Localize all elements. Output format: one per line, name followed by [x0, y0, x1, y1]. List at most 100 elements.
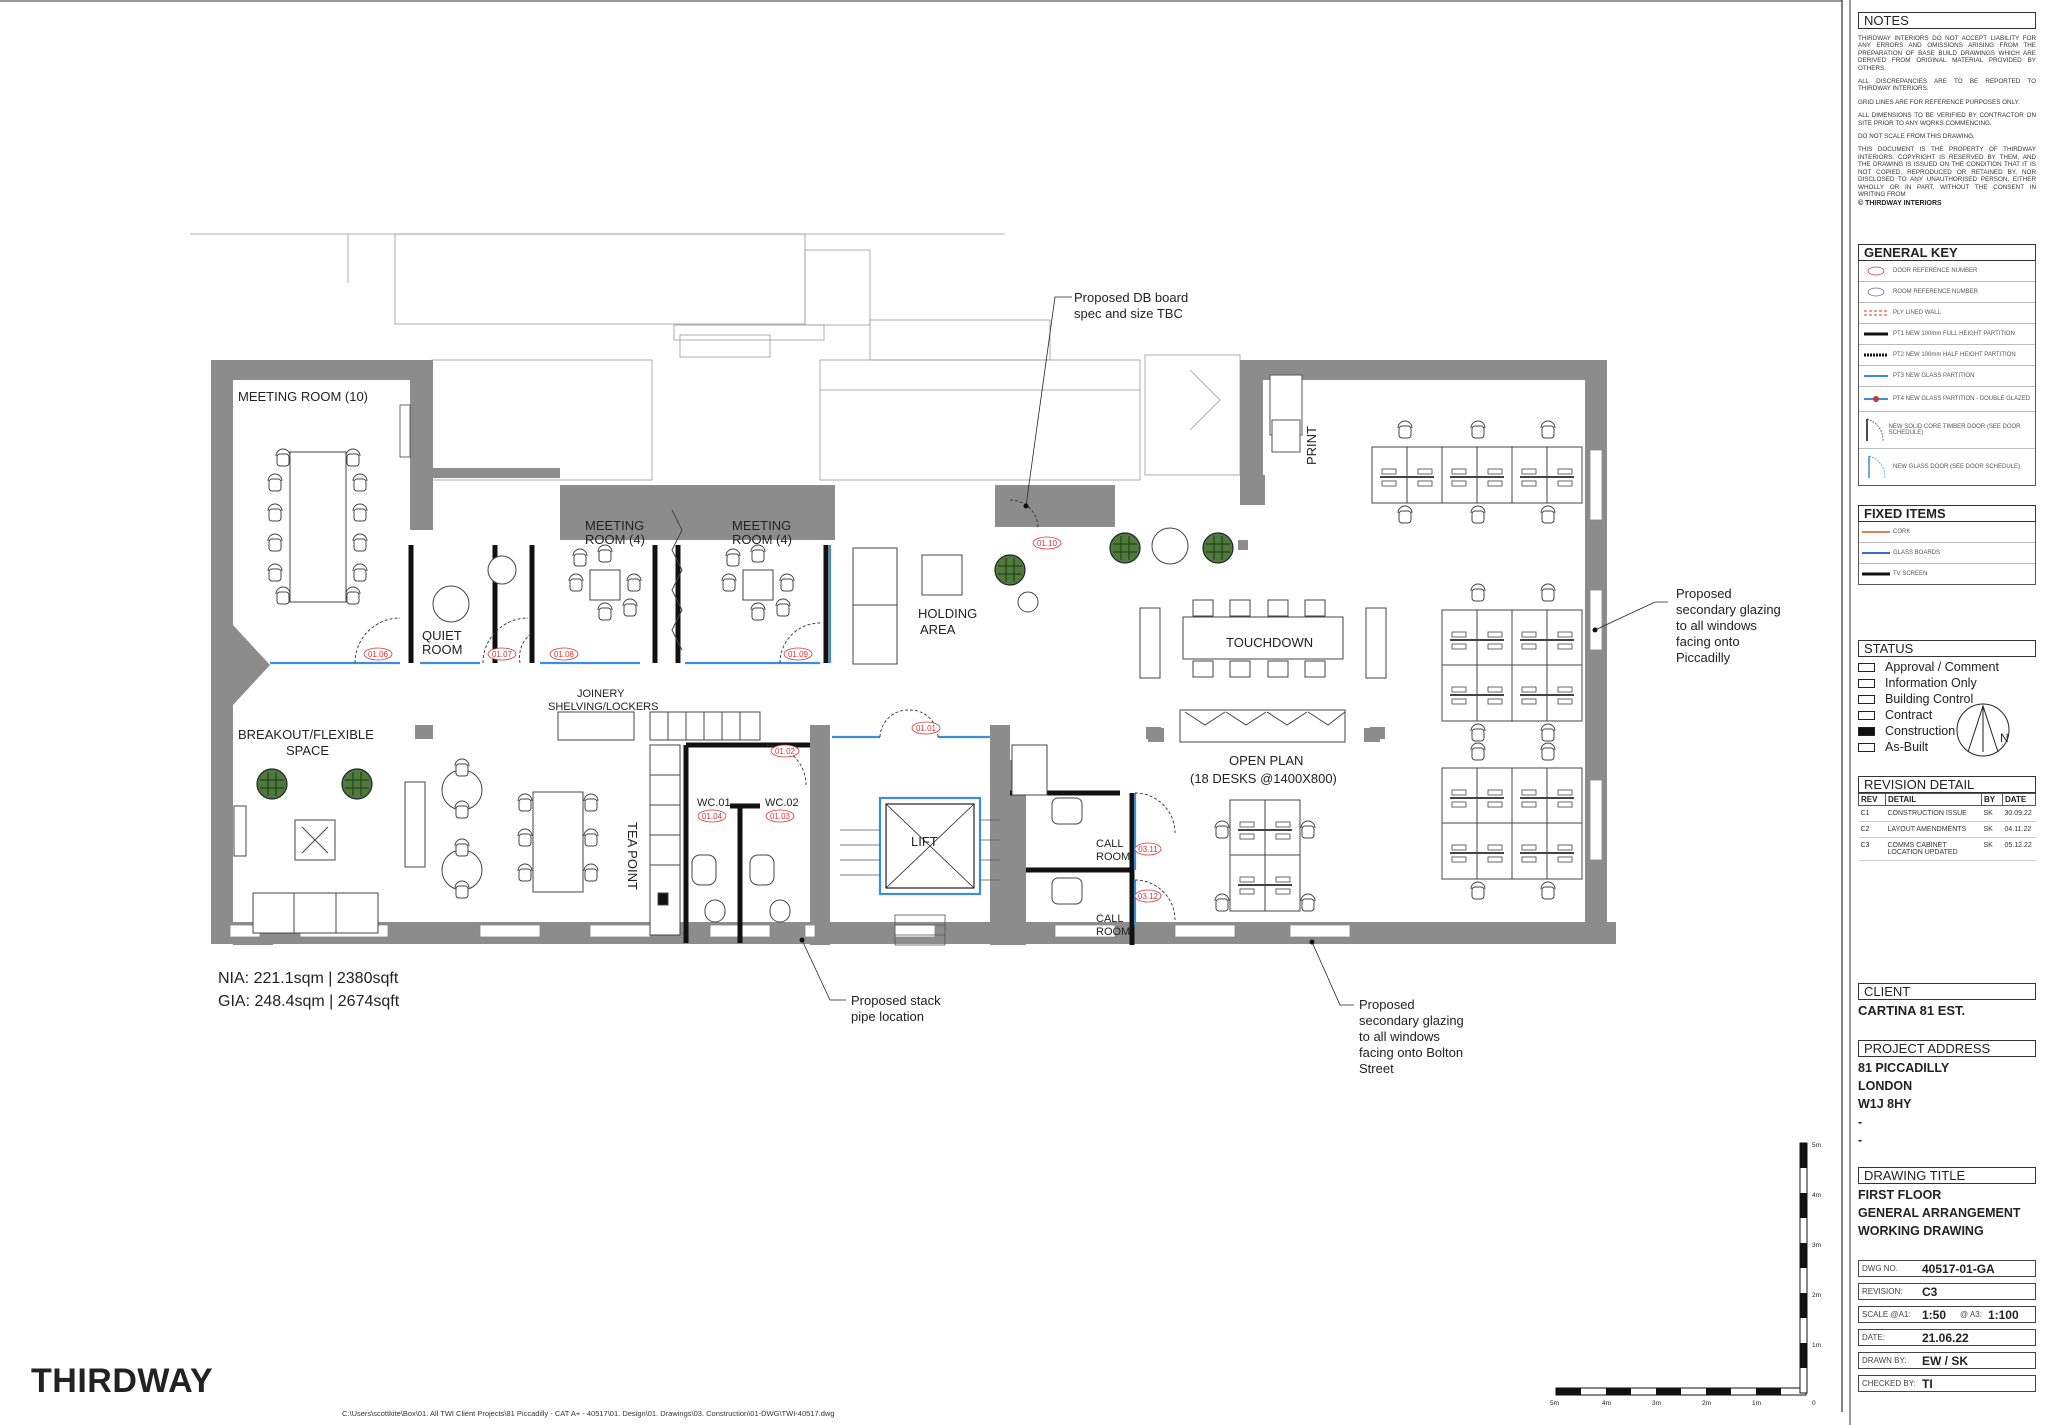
client-panel: CLIENT CARTINA 81 EST. — [1858, 983, 2036, 1020]
status-construction[interactable]: Construction — [1858, 723, 2036, 739]
rev-cell: C1 — [1858, 805, 1886, 822]
file-path: C:\Users\scottkite\Box\01. All TWI Clien… — [342, 1409, 835, 1418]
drawing-title-panel: DRAWING TITLE FIRST FLOOR GENERAL ARRANG… — [1858, 1167, 2036, 1240]
key-label: NEW SOLID CORE TIMBER DOOR (SEE DOOR SCH… — [1888, 424, 2021, 436]
rev-cell: CONSTRUCTION ISSUE — [1885, 805, 1982, 822]
status-checkbox[interactable] — [1858, 694, 1875, 704]
scale-label: 5m — [1812, 1142, 1821, 1149]
room-label: ROOM (4) — [732, 532, 792, 547]
status-checkbox[interactable] — [1858, 662, 1875, 672]
room-label: MEETING ROOM (10) — [238, 389, 368, 404]
status-information[interactable]: Information Only — [1858, 675, 2036, 691]
status-checkbox[interactable] — [1858, 742, 1875, 752]
key-label: ROOM REFERENCE NUMBER — [1893, 289, 1979, 295]
rev-cell: 05.12.22 — [2002, 837, 2036, 861]
address-line: - — [1858, 1133, 1863, 1147]
rev-cell: 30.09.22 — [2002, 805, 2036, 822]
rev-cell: SK — [1981, 805, 2003, 822]
area-summary: NIA: 221.1sqm | 2380sqft GIA: 248.4sqm |… — [218, 970, 400, 1010]
annotation: Proposed DB board — [1074, 290, 1188, 305]
checked-by-row: CHECKED BY:TI — [1858, 1375, 2036, 1392]
room-label: WC.01 — [697, 797, 731, 809]
status-contract[interactable]: Contract — [1858, 707, 2036, 723]
room-label: PRINT — [1304, 426, 1319, 465]
copyright: © THIRDWAY INTERIORS — [1858, 200, 1942, 208]
annotation: Street — [1359, 1061, 1394, 1076]
scale-a3-value: 1:100 — [1987, 1307, 2019, 1322]
status-approval[interactable]: Approval / Comment — [1858, 659, 2036, 675]
general-key-title: GENERAL KEY — [1858, 244, 2036, 261]
key-label: PT3 NEW GLASS PARTITION — [1893, 373, 1975, 379]
annotation: Proposed — [1676, 586, 1732, 601]
timber-door-icon — [1859, 412, 1889, 448]
client-title: CLIENT — [1858, 983, 2036, 1000]
room-label: ROOM — [422, 642, 462, 657]
status-checkbox[interactable] — [1858, 678, 1875, 688]
rev-header: DATE — [2002, 793, 2036, 806]
room-label: BREAKOUT/FLEXIBLE — [238, 727, 374, 742]
room-label: ROOM (4) — [585, 532, 645, 547]
note-paragraph: DO NOT SCALE FROM THIS DRAWING. — [1858, 133, 1975, 141]
door-tag: 01.08 — [554, 650, 575, 659]
key-row: NEW SOLID CORE TIMBER DOOR (SEE DOOR SCH… — [1859, 412, 2035, 449]
room-label: CALL — [1096, 913, 1124, 925]
north-label: N — [2000, 731, 2009, 745]
glass-partition-icon — [1859, 366, 1893, 386]
room-label: TEA POINT — [625, 822, 640, 890]
status-label: Building Control — [1885, 692, 1974, 706]
checked-by-value: TI — [1922, 1376, 1933, 1391]
status-checkbox[interactable] — [1858, 710, 1875, 720]
glass-partitions — [270, 545, 1137, 925]
key-label: CORK — [1893, 529, 1911, 535]
key-row: PT1 NEW 100mm FULL HEIGHT PARTITION — [1859, 324, 2035, 345]
key-row: PT2 NEW 100mm HALF HEIGHT PARTITION — [1859, 345, 2035, 366]
touchdown-bench — [1139, 599, 1387, 743]
door-tag: 01.10 — [1037, 539, 1058, 548]
company-logo: THIRDWAY — [31, 1362, 214, 1400]
room-label: HOLDING — [918, 606, 977, 621]
scale-label: 4m — [1602, 1400, 1611, 1407]
rev-cell: 04.11.22 — [2002, 821, 2036, 838]
status-checkbox-checked[interactable] — [1858, 726, 1875, 736]
key-label: PT1 NEW 100mm FULL HEIGHT PARTITION — [1893, 331, 2015, 337]
drawing-title-line: GENERAL ARRANGEMENT — [1858, 1206, 2021, 1220]
rev-cell: SK — [1981, 821, 2003, 838]
room-label: SHELVING/LOCKERS — [548, 701, 658, 713]
status-building-control[interactable]: Building Control — [1858, 691, 2036, 707]
scale-bar: 5m 4m 3m 2m 1m 0 5m 4m 3m 2m 1m — [1550, 1142, 1821, 1407]
revision-row: REVISION:C3 — [1858, 1283, 2036, 1300]
room-label: JOINERY — [577, 688, 625, 700]
holding-area-furniture — [852, 374, 1303, 665]
scale-a1-value: 1:50 — [1922, 1307, 1947, 1322]
door-tags: 01.06 01.07 01.08 01.09 01.10 01.02 01.0… — [363, 536, 1162, 903]
date-row: DATE:21.06.22 — [1858, 1329, 2036, 1346]
key-label: GLASS BOARDS — [1893, 550, 1941, 556]
key-row: DOOR REFERENCE NUMBER — [1859, 261, 2035, 282]
info-label: SCALE @A1: — [1862, 1310, 1911, 1319]
note-paragraph: ALL DIMENSIONS TO BE VERIFIED BY CONTRAC… — [1858, 112, 2036, 127]
annotation: spec and size TBC — [1074, 306, 1183, 321]
half-partition-icon — [1859, 345, 1893, 365]
key-row: PLY LINED WALL — [1859, 303, 2035, 324]
status-as-built[interactable]: As-Built — [1858, 739, 2036, 755]
rev-header: BY — [1981, 793, 2003, 806]
room-label: MEETING — [585, 518, 644, 533]
info-label: DATE: — [1862, 1333, 1885, 1342]
revision-value: C3 — [1922, 1284, 1938, 1299]
address-line: - — [1858, 1115, 1863, 1129]
ply-wall-icon — [1859, 303, 1893, 323]
door-tag: 01.03 — [770, 812, 791, 821]
note-paragraph: THIRDWAY INTERIORS DO NOT ACCEPT LIABILI… — [1858, 35, 2036, 72]
client-name: CARTINA 81 EST. — [1858, 1003, 1966, 1018]
door-tag: 01.04 — [702, 812, 723, 821]
note-paragraph: GRID LINES ARE FOR REFERENCE PURPOSES ON… — [1858, 98, 2020, 106]
room-label: QUIET — [422, 628, 462, 643]
full-partition-icon — [1859, 324, 1893, 344]
notes-title: NOTES — [1858, 12, 2036, 29]
key-row: CORK — [1859, 522, 2035, 543]
cork-icon — [1859, 522, 1893, 542]
status-panel: STATUS Approval / Comment Information On… — [1858, 640, 2036, 755]
key-label: PT4 NEW GLASS PARTITION - DOUBLE GLAZED — [1893, 396, 2031, 402]
